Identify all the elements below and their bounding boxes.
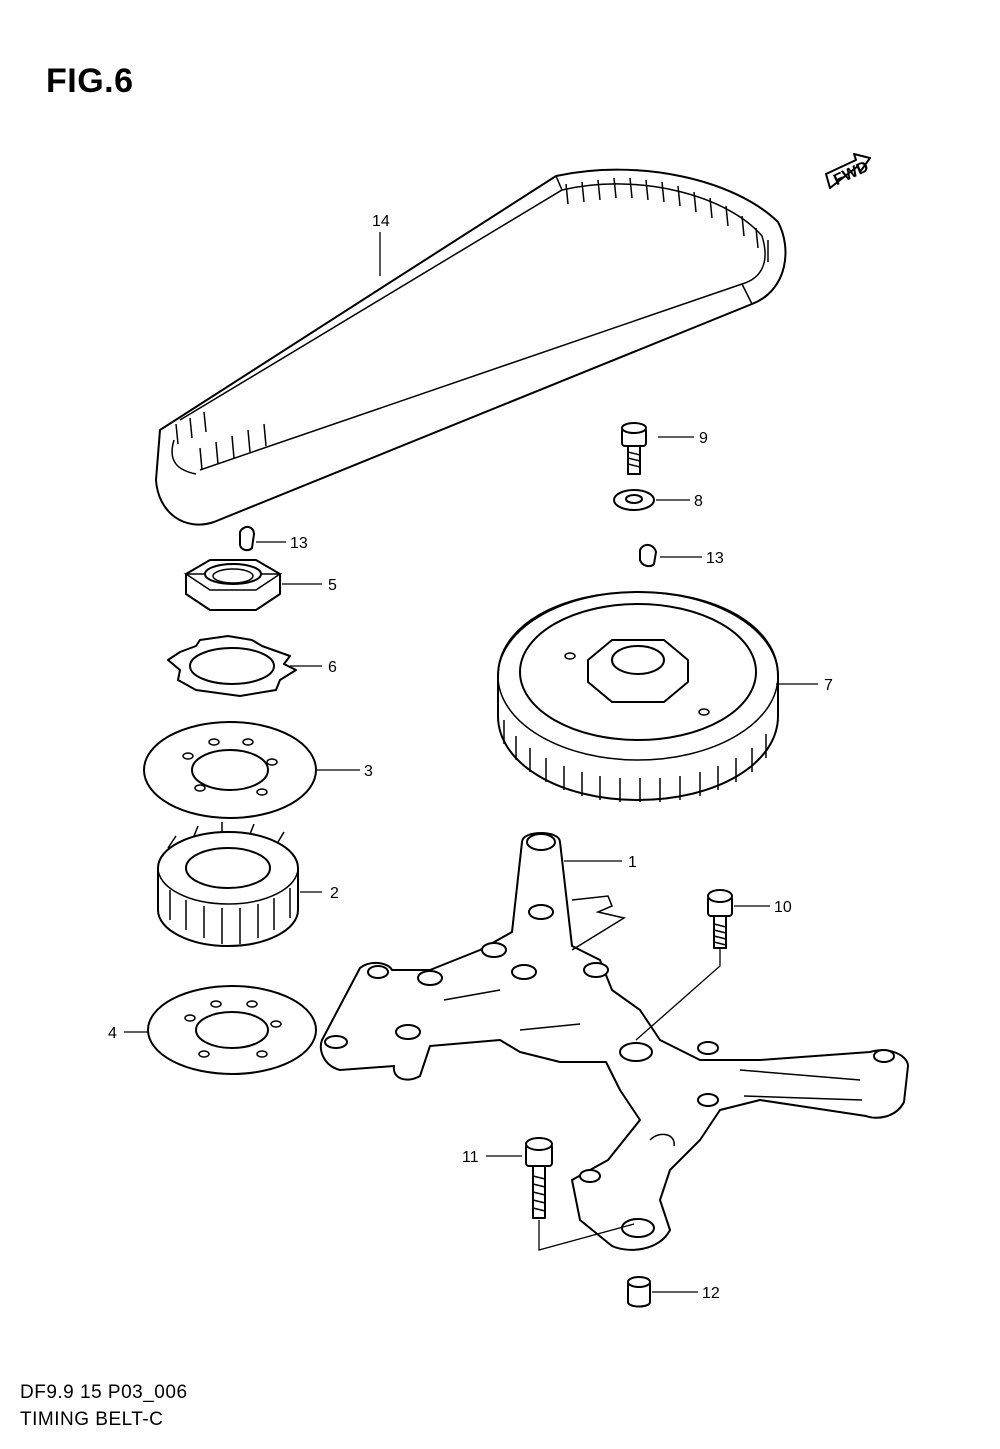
callout-9: 9 bbox=[699, 430, 708, 447]
callout-14: 14 bbox=[372, 213, 390, 230]
callout-7: 7 bbox=[824, 677, 833, 694]
callout-leaders bbox=[124, 232, 818, 1293]
callout-1: 1 bbox=[628, 854, 637, 871]
callout-2: 2 bbox=[330, 885, 339, 902]
figure-title: FIG.6 bbox=[46, 62, 134, 100]
callout-10: 10 bbox=[774, 899, 792, 916]
washer-8 bbox=[613, 489, 655, 511]
callout-4: 4 bbox=[108, 1025, 117, 1042]
bracket-1 bbox=[319, 832, 909, 1251]
diagram-name: TIMING BELT-C bbox=[20, 1409, 164, 1430]
callout-13-right: 13 bbox=[706, 550, 724, 567]
hex-nut-5 bbox=[183, 559, 283, 611]
belt-guide-plate-4 bbox=[147, 985, 317, 1075]
bolt-9 bbox=[621, 422, 647, 475]
callout-3: 3 bbox=[364, 763, 373, 780]
key-13-right bbox=[639, 544, 657, 568]
callout-5: 5 bbox=[328, 577, 337, 594]
callout-6: 6 bbox=[328, 659, 337, 676]
key-13-left bbox=[239, 526, 255, 552]
dowel-pin-12 bbox=[627, 1276, 651, 1308]
callout-13-left: 13 bbox=[290, 535, 308, 552]
fwd-direction-arrow: FWD bbox=[825, 153, 871, 189]
lock-washer-6 bbox=[167, 635, 297, 697]
diagram-code: DF9.9 15 P03_006 bbox=[20, 1382, 188, 1403]
bolt-10 bbox=[635, 889, 733, 1041]
callout-12: 12 bbox=[702, 1285, 720, 1302]
crankshaft-sprocket-2 bbox=[157, 822, 299, 947]
belt-guide-plate-3 bbox=[143, 721, 317, 819]
callout-11: 11 bbox=[462, 1149, 479, 1166]
timing-belt bbox=[155, 168, 787, 526]
callout-8: 8 bbox=[694, 493, 703, 510]
camshaft-pulley-7 bbox=[497, 591, 779, 802]
bolt-11 bbox=[525, 1137, 635, 1251]
callout-labels: 14 9 8 13 13 5 6 7 3 1 2 10 4 11 12 bbox=[108, 213, 833, 1302]
